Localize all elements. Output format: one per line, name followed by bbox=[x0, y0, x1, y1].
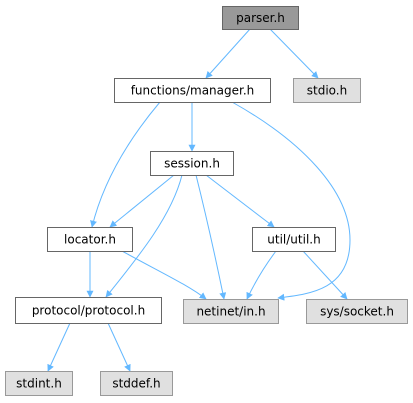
edge-protocol-to-stddef bbox=[107, 322, 131, 372]
node-box-socket bbox=[306, 299, 408, 324]
edge-session-to-util bbox=[205, 174, 275, 228]
node-label-stddef: stddef.h bbox=[112, 377, 160, 391]
edge-util-to-socket bbox=[302, 250, 348, 300]
edge-util-to-netinet bbox=[246, 250, 277, 300]
edge-parser-to-stdio bbox=[269, 28, 319, 79]
node-label-protocol: protocol/protocol.h bbox=[32, 304, 145, 318]
node-box-locator bbox=[47, 227, 133, 252]
node-session[interactable]: session.h bbox=[150, 151, 234, 176]
node-box-parser bbox=[222, 6, 299, 30]
node-label-stdio: stdio.h bbox=[307, 84, 347, 98]
node-label-socket: sys/socket.h bbox=[320, 305, 394, 319]
node-parser[interactable]: parser.h bbox=[222, 6, 299, 30]
node-label-locator: locator.h bbox=[64, 233, 116, 247]
node-box-session bbox=[150, 151, 234, 176]
node-label-manager: functions/manager.h bbox=[131, 84, 255, 98]
edge-session-to-locator bbox=[109, 174, 175, 228]
edge-parser-to-manager bbox=[205, 28, 251, 79]
node-manager[interactable]: functions/manager.h bbox=[114, 78, 271, 103]
edge-manager-to-locator bbox=[90, 101, 161, 228]
node-label-parser: parser.h bbox=[236, 11, 285, 25]
node-box-stdio bbox=[293, 78, 361, 103]
node-stdio: stdio.h bbox=[293, 78, 361, 103]
node-util[interactable]: util/util.h bbox=[252, 227, 336, 252]
node-box-stddef bbox=[100, 371, 173, 396]
edge-manager-to-netinet bbox=[231, 101, 351, 301]
nodes-layer: parser.h functions/manager.h stdio.h sessio… bbox=[5, 6, 408, 396]
node-socket: sys/socket.h bbox=[306, 299, 408, 324]
edge-session-to-protocol bbox=[105, 174, 183, 298]
node-label-session: session.h bbox=[164, 157, 220, 171]
node-box-manager bbox=[114, 78, 271, 103]
node-label-util: util/util.h bbox=[267, 233, 320, 247]
node-box-stdint bbox=[5, 371, 73, 396]
edge-protocol-to-stdint bbox=[47, 322, 71, 372]
node-stdint: stdint.h bbox=[5, 371, 73, 396]
node-box-util bbox=[252, 227, 336, 252]
node-box-protocol bbox=[15, 297, 162, 324]
node-box-netinet bbox=[183, 299, 279, 324]
edges-layer bbox=[47, 28, 351, 372]
edge-locator-to-netinet bbox=[121, 250, 207, 300]
node-locator[interactable]: locator.h bbox=[47, 227, 133, 252]
node-protocol[interactable]: protocol/protocol.h bbox=[15, 297, 162, 324]
node-label-netinet: netinet/in.h bbox=[196, 305, 265, 319]
node-stddef: stddef.h bbox=[100, 371, 173, 396]
node-netinet: netinet/in.h bbox=[183, 299, 279, 324]
edge-session-to-netinet bbox=[195, 174, 227, 300]
node-label-stdint: stdint.h bbox=[16, 377, 62, 391]
